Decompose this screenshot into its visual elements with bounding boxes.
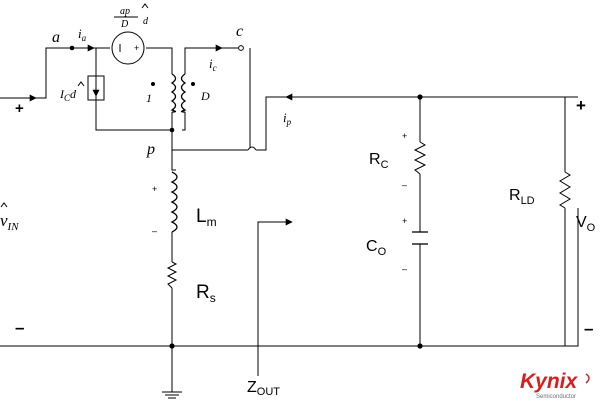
node-label-c: c — [236, 23, 243, 40]
input-voltage-label: vIN — [0, 202, 19, 233]
resistor-rld — [559, 171, 571, 209]
kynix-logo: Kynix Semiconductor — [520, 370, 590, 400]
label-rc: RC — [369, 151, 389, 171]
svg-text:+: + — [134, 43, 139, 53]
svg-text:ap: ap — [120, 6, 130, 17]
junction-dots — [69, 45, 423, 349]
resistor-rs — [166, 261, 178, 289]
current-arrows — [20, 44, 300, 102]
rc-plus-sign: + — [402, 131, 407, 141]
svg-text:ICd: ICd — [59, 87, 77, 103]
label-co: CO — [366, 238, 387, 258]
output-plus-sign: + — [576, 96, 586, 115]
dependent-current-source — [87, 75, 105, 101]
label-zout: ZOUT — [247, 379, 280, 398]
inductor-lm — [170, 171, 178, 233]
transformer — [151, 73, 195, 113]
current-label-ia: ia — [78, 26, 87, 43]
output-minus-sign: – — [584, 319, 593, 338]
node-label-a: a — [52, 29, 60, 46]
input-plus-sign: + — [15, 100, 24, 117]
resistor-rc — [413, 141, 427, 175]
current-label-ip: ip — [283, 110, 292, 127]
lm-minus-sign: – — [152, 226, 157, 236]
co-minus-sign: – — [402, 264, 407, 274]
current-label-ic: ic — [209, 56, 217, 73]
label-rs: Rs — [196, 282, 216, 305]
dependent-current-label: ICd — [59, 81, 85, 103]
node-label-p: p — [146, 141, 155, 158]
label-lm: Lm — [196, 206, 217, 229]
label-rld: RLD — [509, 187, 535, 207]
svg-text:Kynix: Kynix — [520, 370, 579, 393]
label-vo: VO — [576, 214, 596, 234]
svg-text:Semiconductor: Semiconductor — [536, 394, 576, 400]
dependent-voltage-label: ap D d — [114, 3, 149, 30]
rc-minus-sign: – — [402, 180, 407, 190]
svg-text:D: D — [120, 19, 129, 30]
wires — [0, 47, 579, 399]
primary-turns: 1 — [146, 91, 152, 105]
capacitor-co — [412, 231, 428, 245]
secondary-turns: D — [200, 89, 210, 103]
svg-text:vIN: vIN — [0, 211, 19, 233]
svg-text:d: d — [143, 16, 149, 27]
input-minus-sign: – — [15, 318, 24, 337]
dependent-voltage-source: + — [111, 31, 145, 65]
lm-plus-sign: + — [152, 184, 157, 194]
co-plus-sign: + — [402, 216, 407, 226]
